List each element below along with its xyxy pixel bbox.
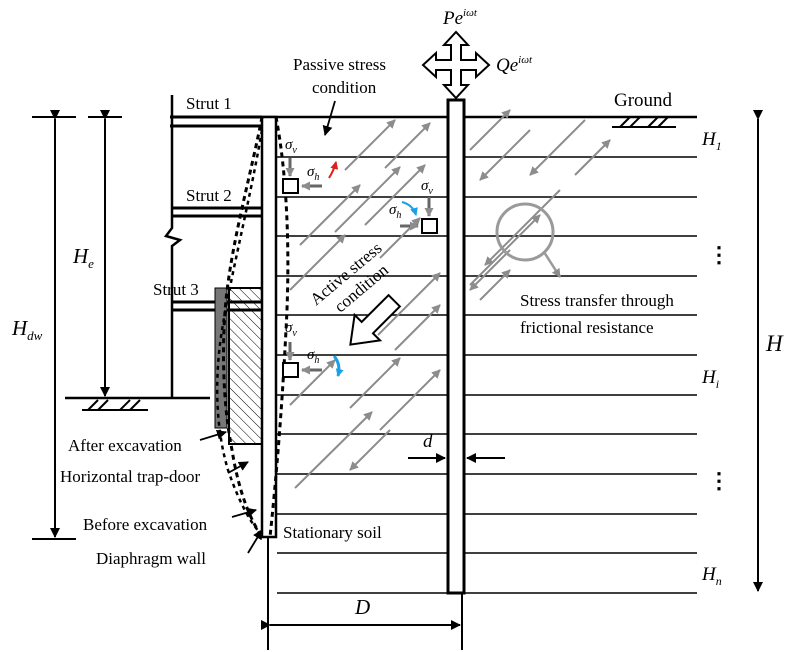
load-p-label: Peiωt	[442, 7, 478, 29]
stress-transfer-label-1: Stress transfer through	[520, 291, 674, 310]
excavation-boundary	[65, 95, 210, 400]
he-label: He	[72, 244, 94, 271]
friction-arrows	[289, 109, 611, 489]
soil-element-3	[282, 342, 344, 378]
label-leader-lines	[199, 100, 336, 554]
strut-3-label: Strut 3	[153, 280, 199, 299]
hdw-dimension	[32, 110, 76, 540]
soil-layer-lines	[277, 156, 697, 594]
before-excavation-label: Before excavation	[83, 515, 208, 534]
he-dimension	[88, 110, 122, 397]
stress-transfer-label-2: frictional resistance	[520, 318, 654, 337]
h1-label: H1	[701, 129, 722, 153]
diaphragm-wall-label: Diaphragm wall	[96, 549, 206, 568]
sigma-h-label-2: σh	[389, 202, 401, 221]
sigma-v-label-1: σv	[285, 137, 297, 156]
after-excavation-label: After excavation	[68, 436, 182, 455]
soil-element-1	[282, 158, 339, 194]
excavation-base-hatch	[82, 399, 148, 411]
ground-surface	[260, 115, 697, 128]
sigma-v-label-2: σv	[421, 178, 433, 197]
hn-label: Hn	[701, 564, 722, 588]
stress-transfer-circle	[495, 202, 562, 278]
hdw-label: Hdw	[11, 316, 43, 343]
soil-element-2	[400, 197, 438, 234]
hi-label: Hi	[701, 367, 719, 391]
diaphragm-wall	[260, 115, 278, 539]
passive-stress-label-2: condition	[312, 78, 377, 97]
sigma-v-label-3: σv	[285, 320, 297, 339]
sigma-h-label-3: σh	[307, 347, 319, 366]
ellipsis-lower: ⋮	[708, 468, 730, 493]
d-small-label: d	[423, 431, 433, 452]
horizontal-trapdoor-label: Horizontal trap-door	[60, 467, 201, 486]
active-stress-arrow-icon	[349, 293, 402, 346]
load-q-label: Qeiωt	[496, 54, 533, 76]
d-big-label: D	[354, 595, 370, 619]
stationary-soil-label: Stationary soil	[283, 523, 382, 542]
before-excavation-curve	[215, 129, 264, 536]
h-total-label: H	[765, 331, 784, 356]
d-big-dimension	[261, 537, 463, 650]
ellipsis-upper: ⋮	[708, 242, 730, 267]
ground-hatch-symbol	[612, 116, 676, 128]
pile	[446, 98, 466, 595]
horizontal-trapdoor	[228, 287, 263, 445]
strut-1-label: Strut 1	[186, 94, 232, 113]
pile-load-cross-icon	[421, 30, 491, 100]
passive-stress-label-1: Passive stress	[293, 55, 386, 74]
ground-label: Ground	[614, 90, 673, 111]
sigma-h-label-1: σh	[307, 164, 319, 183]
strut-2-label: Strut 2	[186, 186, 232, 205]
